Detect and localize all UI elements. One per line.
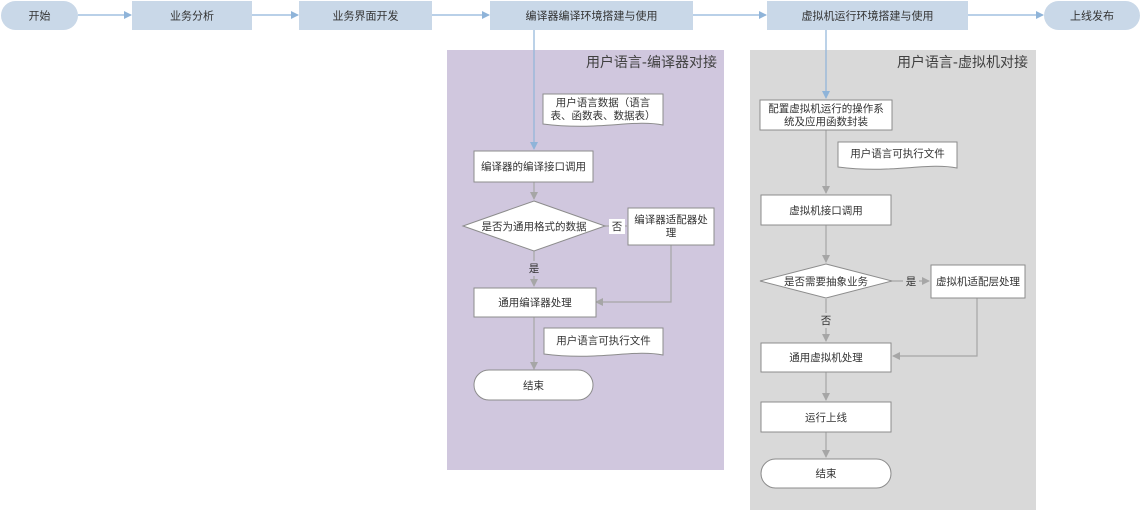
doc-user-language-data: 用户语言数据（语言 表、函数表、数据表） bbox=[542, 93, 664, 127]
svg-text:编译器编译环境搭建与使用: 编译器编译环境搭建与使用 bbox=[526, 9, 658, 23]
svg-text:是否为通用格式的数据: 是否为通用格式的数据 bbox=[482, 220, 587, 233]
generic-vm-process: 通用虚拟机处理 bbox=[760, 342, 892, 373]
vm-decision: 是否需要抽象业务 bbox=[759, 263, 893, 299]
vm-lane-title: 用户语言-虚拟机对接 bbox=[897, 54, 1028, 71]
svg-text:编译器适配器处: 编译器适配器处 bbox=[634, 213, 708, 226]
start-node: 开始 bbox=[1, 1, 78, 30]
compiler-decision: 是否为通用格式的数据 bbox=[461, 200, 607, 252]
svg-text:是: 是 bbox=[906, 276, 917, 288]
vm-call-interface: 虚拟机接口调用 bbox=[760, 194, 892, 226]
svg-text:是: 是 bbox=[529, 263, 540, 275]
vm-config: 配置虚拟机运行的操作系 统及应用函数封装 bbox=[759, 99, 893, 131]
vm-env-step: 虚拟机运行环境搭建与使用 bbox=[767, 1, 968, 30]
svg-text:用户语言数据（语言: 用户语言数据（语言 bbox=[556, 96, 651, 109]
svg-text:用户语言可执行文件: 用户语言可执行文件 bbox=[850, 147, 945, 160]
svg-text:运行上线: 运行上线 bbox=[805, 411, 847, 424]
svg-text:开始: 开始 bbox=[29, 9, 51, 23]
svg-text:虚拟机运行环境搭建与使用: 虚拟机运行环境搭建与使用 bbox=[802, 9, 934, 23]
svg-text:业务分析: 业务分析 bbox=[170, 9, 214, 23]
svg-text:理: 理 bbox=[666, 227, 677, 239]
compiler-adapter: 编译器适配器处 理 bbox=[627, 207, 715, 246]
svg-text:结束: 结束 bbox=[523, 379, 544, 392]
svg-text:上线发布: 上线发布 bbox=[1070, 9, 1114, 23]
svg-text:否: 否 bbox=[612, 221, 623, 233]
vm-go-live: 运行上线 bbox=[760, 401, 892, 433]
svg-text:否: 否 bbox=[821, 315, 832, 327]
svg-text:业务界面开发: 业务界面开发 bbox=[333, 9, 399, 23]
svg-text:是否需要抽象业务: 是否需要抽象业务 bbox=[784, 275, 868, 288]
vm-no-label: 否 bbox=[818, 313, 834, 328]
generic-compiler-process: 通用编译器处理 bbox=[473, 287, 597, 318]
release-node: 上线发布 bbox=[1044, 1, 1140, 30]
compiler-end-node: 结束 bbox=[473, 369, 594, 401]
svg-text:虚拟机接口调用: 虚拟机接口调用 bbox=[789, 204, 863, 217]
ui-dev-step: 业务界面开发 bbox=[299, 1, 432, 30]
doc-vm-executable: 用户语言可执行文件 bbox=[837, 141, 958, 170]
svg-text:配置虚拟机运行的操作系: 配置虚拟机运行的操作系 bbox=[768, 102, 884, 115]
svg-text:表、函数表、数据表）: 表、函数表、数据表） bbox=[551, 109, 656, 122]
svg-text:结束: 结束 bbox=[816, 467, 837, 480]
svg-text:虚拟机适配层处理: 虚拟机适配层处理 bbox=[936, 275, 1020, 288]
vm-adapter: 虚拟机适配层处理 bbox=[930, 264, 1026, 299]
vm-end-node: 结束 bbox=[760, 458, 892, 489]
compiler-no-label: 否 bbox=[609, 219, 625, 234]
svg-text:通用虚拟机处理: 通用虚拟机处理 bbox=[789, 351, 863, 364]
top-flow-connectors bbox=[78, 11, 1044, 150]
biz-analysis-step: 业务分析 bbox=[132, 1, 252, 30]
svg-text:通用编译器处理: 通用编译器处理 bbox=[498, 296, 572, 309]
vm-yes-label: 是 bbox=[903, 274, 919, 289]
svg-text:编译器的编译接口调用: 编译器的编译接口调用 bbox=[481, 160, 586, 173]
doc-compiler-executable: 用户语言可执行文件 bbox=[543, 327, 664, 357]
compiler-yes-label: 是 bbox=[526, 261, 542, 276]
svg-text:用户语言可执行文件: 用户语言可执行文件 bbox=[556, 334, 651, 347]
compiler-lane-title: 用户语言-编译器对接 bbox=[586, 54, 717, 71]
svg-text:统及应用函数封装: 统及应用函数封装 bbox=[784, 115, 868, 128]
compiler-call-interface: 编译器的编译接口调用 bbox=[473, 150, 594, 183]
compiler-env-step: 编译器编译环境搭建与使用 bbox=[490, 1, 693, 30]
